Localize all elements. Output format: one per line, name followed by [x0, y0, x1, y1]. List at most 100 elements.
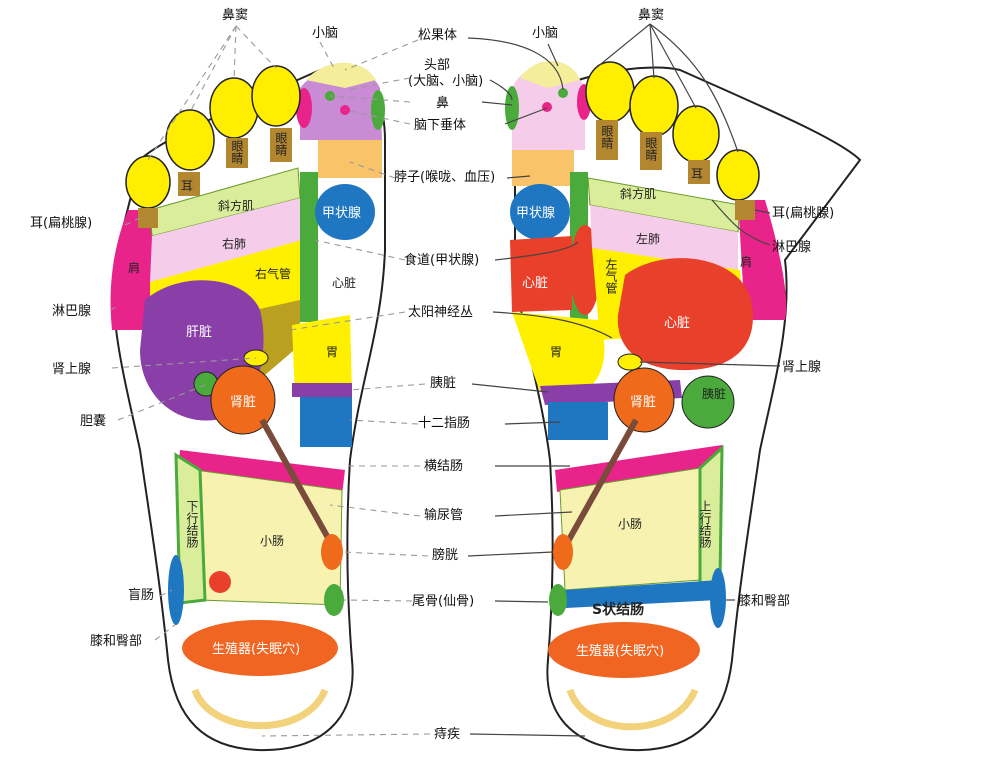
knee-label-right: 膝和臀部	[738, 594, 791, 609]
knee-left-mark	[168, 555, 184, 625]
ear-tonsil-left	[138, 208, 158, 228]
ear-tonsil-right	[735, 200, 755, 220]
esophagus-stripe-left	[300, 172, 318, 322]
nose-label: 鼻	[436, 96, 450, 111]
heel-arc-left	[191, 688, 329, 730]
stomach-label-right: 胃	[550, 345, 562, 359]
ear-tonsil-label-left: 耳(扁桃腺)	[30, 216, 93, 231]
knee-label-left: 膝和臀部	[90, 634, 143, 649]
neck-region-left	[318, 140, 382, 178]
left-bronchus-label: 左气管	[604, 257, 618, 295]
appendix-label: 盲肠	[128, 588, 155, 603]
pancreas-label-right: 胰脏	[702, 386, 726, 401]
head-region-left	[300, 66, 382, 140]
bladder-left	[321, 534, 343, 570]
bladder-right	[553, 534, 573, 570]
pituitary-dot-right	[542, 102, 552, 112]
thyroid-left	[315, 184, 375, 240]
ear-label-right: 耳	[691, 167, 703, 181]
pancreas-label: 胰脏	[430, 376, 457, 391]
shoulder-label-right: 肩	[740, 254, 752, 269]
stomach-label-left: 胃	[326, 345, 338, 359]
hemorrhoids-label: 痔疾	[434, 727, 461, 742]
toe-4-right	[672, 105, 720, 163]
right-lung-label: 右肺	[222, 236, 246, 251]
cerebellum-label-right: 小脑	[532, 26, 559, 41]
knee-right-mark	[710, 568, 726, 628]
small-intestine-label-left: 小肠	[260, 534, 284, 548]
toe-2-left	[251, 65, 301, 127]
esophagus-label: 食道(甲状腺)	[404, 253, 480, 268]
duodenum-label: 十二指肠	[418, 416, 471, 431]
neck-region-right	[512, 150, 574, 186]
ureter-right	[563, 418, 639, 547]
right-bronchus-label: 右气管	[255, 266, 291, 281]
descending-colon-label: 下行结肠	[185, 500, 199, 548]
s-colon	[565, 580, 720, 608]
big-toe-green-right	[505, 86, 519, 130]
eye-toe-right-1	[596, 120, 618, 160]
cerebellum-label-left: 小脑	[312, 26, 339, 41]
shoulder-region-right	[738, 200, 787, 320]
lymph-label-right: 淋巴腺	[772, 240, 812, 255]
heart-small-right	[510, 236, 572, 312]
head-label: 头部	[424, 58, 451, 73]
kidney-label-right: 肾脏	[630, 395, 656, 410]
sinus-label-right: 鼻窦	[638, 8, 665, 23]
coccyx-label: 尾骨(仙骨)	[412, 594, 475, 609]
reproductive-right	[548, 622, 700, 678]
ear-toe-right	[688, 160, 710, 184]
big-toe-green-left	[371, 90, 385, 130]
eye-toe-right-2	[640, 132, 662, 170]
stomach-right	[512, 312, 605, 392]
head-sub-label: (大脑、小脑)	[408, 74, 484, 89]
thyroid-label-left: 甲状腺	[322, 206, 361, 221]
eye-label-right-1: 眼睛	[600, 125, 614, 149]
nose-dot-right	[558, 88, 568, 98]
eye-label-left-1: 眼睛	[230, 140, 244, 164]
heel-arc-right	[566, 688, 699, 731]
big-toe-tip-left	[306, 62, 376, 88]
pancreas-stripe-left	[292, 383, 352, 397]
gallbladder-label: 胆囊	[80, 414, 107, 429]
eye-label-right-2: 眼睛	[644, 137, 658, 161]
solar-plexus-label: 太阳神经丛	[408, 305, 474, 320]
big-toe-tip-right	[520, 60, 580, 88]
kidney-label-left: 肾脏	[230, 395, 256, 410]
ascending-colon-label: 上行结肠	[698, 500, 712, 548]
toe-3-right	[629, 75, 679, 137]
toe-4-left	[165, 109, 215, 171]
eye-toe-left-2	[270, 128, 292, 162]
s-colon-label: S状结肠	[592, 601, 644, 618]
ear-tonsil-label-right: 耳(扁桃腺)	[772, 206, 835, 221]
appendix-dot	[209, 571, 231, 593]
trapezius-label-left: 斜方肌	[218, 198, 254, 213]
toe-2-right	[585, 61, 635, 123]
heart-label-right-small: 心脏	[522, 276, 548, 291]
stomach-left	[292, 315, 352, 395]
eye-toe-left-1	[226, 138, 248, 168]
left-lung-region	[590, 205, 738, 270]
reproductive-label-right: 生殖器(失眠穴)	[576, 643, 664, 659]
reproductive-label-left: 生殖器(失眠穴)	[212, 641, 300, 657]
pituitary-label: 脑下垂体	[414, 118, 467, 133]
ear-toe-left	[178, 172, 200, 196]
small-intestine-label-right: 小肠	[618, 517, 642, 531]
toe-5-right	[716, 149, 760, 201]
adrenal-label-right: 肾上腺	[782, 360, 822, 375]
kidney-right	[613, 367, 675, 433]
ureter-left	[259, 418, 335, 547]
heart-label-right-large: 心脏	[664, 316, 690, 331]
leader-lines	[109, 23, 781, 737]
adrenal-dot-right	[617, 353, 643, 371]
ureter-label: 输尿管	[424, 508, 464, 523]
duodenum-right	[548, 402, 608, 440]
ear-label-left: 耳	[181, 179, 193, 193]
heart-large-right	[617, 258, 753, 371]
descending-colon	[174, 452, 207, 605]
transverse-colon-label: 横结肠	[424, 459, 464, 474]
coccyx-left	[324, 584, 344, 616]
lymph-label-left: 淋巴腺	[52, 304, 92, 319]
left-lung-label: 左肺	[636, 231, 660, 246]
